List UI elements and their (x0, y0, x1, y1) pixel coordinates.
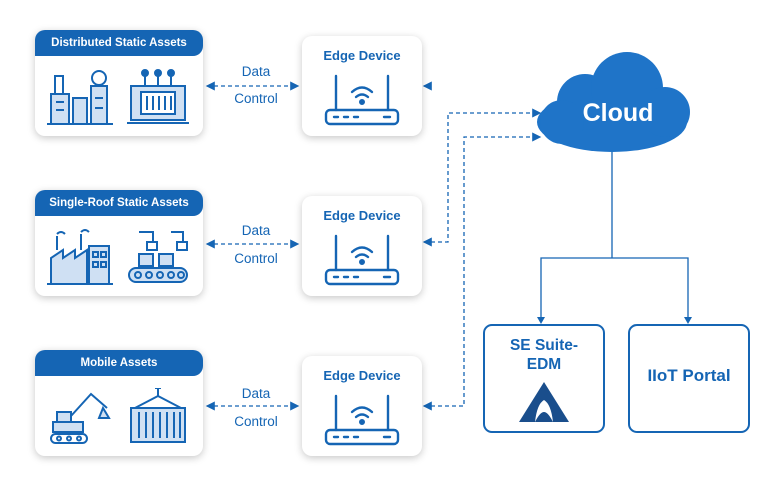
edge-device-title: Edge Device (323, 368, 401, 383)
data-label: Data (241, 223, 271, 238)
iiot-portal-card: IIoT Portal (628, 324, 750, 433)
transformer-icon (127, 69, 189, 124)
asset-card-title: Single-Roof Static Assets (35, 190, 203, 216)
cloud-icon (537, 52, 690, 152)
cloud-destination-link (540, 150, 689, 320)
edge-device-card-3: Edge Device (302, 356, 422, 456)
edge-cloud-link-2 (422, 108, 542, 247)
edm-title-line1: SE Suite- (509, 337, 579, 354)
router-icon (324, 234, 400, 286)
control-label: Control (234, 251, 278, 266)
asset-card-title: Mobile Assets (35, 350, 203, 376)
data-label: Data (241, 64, 271, 79)
edge-device-title: Edge Device (323, 48, 401, 63)
edm-logo-icon (519, 382, 569, 422)
iiot-portal-title: IIoT Portal (647, 366, 731, 385)
control-label: Control (234, 414, 278, 429)
industrial-plant-icon (47, 229, 113, 285)
asset-card-mobile: Mobile Assets (35, 350, 203, 456)
control-label: Control (234, 91, 278, 106)
edge-device-card-1: Edge Device (302, 36, 422, 136)
conveyor-robot-icon (128, 231, 188, 283)
asset-card-single-roof: Single-Roof Static Assets (35, 190, 203, 296)
asset-card-title: Distributed Static Assets (35, 30, 203, 56)
factory-icon (47, 70, 113, 125)
cloud-label: Cloud (582, 99, 654, 127)
edge-device-card-2: Edge Device (302, 196, 422, 296)
edm-card: SE Suite- EDM (483, 324, 605, 433)
arrow-to-portal (684, 317, 692, 324)
edm-title-line2: EDM (526, 356, 562, 373)
asset-card-distributed: Distributed Static Assets (35, 30, 203, 136)
edge-device-title: Edge Device (323, 208, 401, 223)
edge-cloud-link-3 (422, 132, 542, 411)
data-label: Data (241, 386, 271, 401)
router-icon (324, 74, 400, 126)
router-icon (324, 394, 400, 446)
excavator-icon (50, 392, 111, 444)
shipping-container-icon (130, 388, 186, 443)
arrow-to-edm (537, 317, 545, 324)
